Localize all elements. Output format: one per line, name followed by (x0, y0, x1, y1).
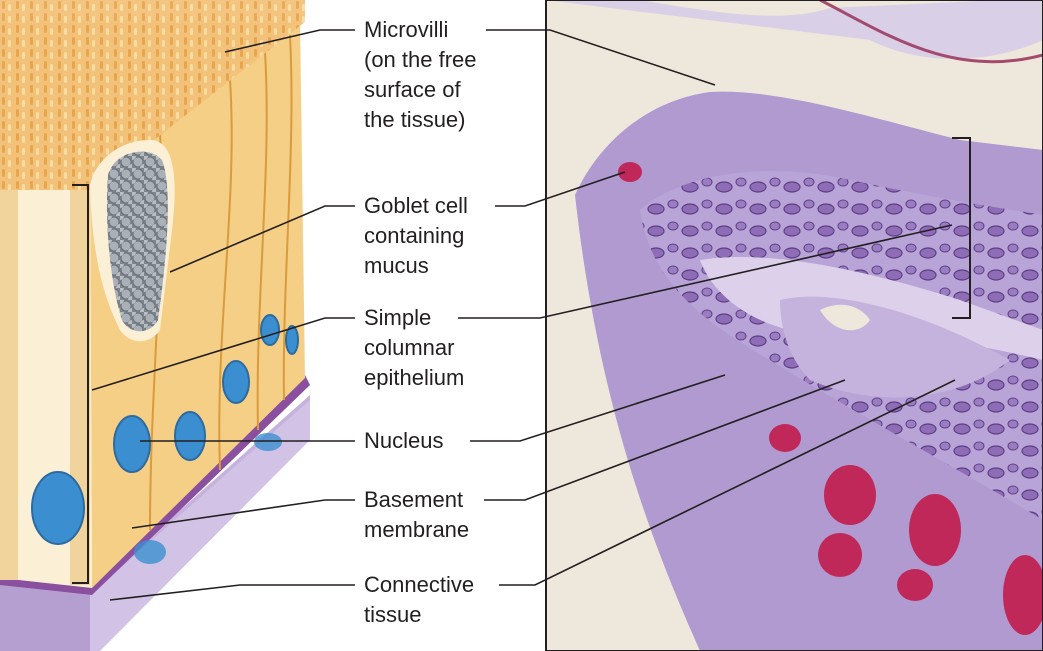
micrograph-bracket (952, 137, 971, 319)
goblet-mucus-granules (106, 151, 168, 332)
label-goblet-cell: Goblet cell containing mucus (364, 193, 468, 278)
leader-goblet-left (169, 205, 355, 273)
label-basement-membrane: Basement membrane (364, 487, 470, 542)
leader-connective-right (499, 379, 956, 586)
leader-nucleus-right (470, 374, 726, 442)
leader-microvilli-right (486, 29, 716, 86)
cell-nuclei (31, 314, 299, 564)
leader-basement-right (484, 379, 846, 501)
label-connective-tissue: Connective tissue (364, 572, 475, 627)
connective-tissue-side (90, 400, 310, 651)
label-microvilli: Microvilli (on the free surface of the t… (364, 17, 477, 132)
label-simple-columnar-epithelium: Simple columnar epithelium (364, 305, 465, 390)
epithelium-bracket (72, 184, 89, 584)
leader-connective-left (109, 584, 355, 601)
leader-microvilli-left (224, 29, 355, 53)
leader-basement-left (131, 499, 355, 529)
leader-lines (91, 29, 956, 601)
micrograph-frame (545, 0, 1043, 651)
micrograph (545, 0, 1043, 651)
label-nucleus: Nucleus (364, 428, 444, 453)
goblet-cells-stained (618, 162, 1043, 635)
epithelium-illustration (0, 0, 310, 651)
leader-simple-right (458, 224, 953, 319)
leader-simple-left (91, 317, 355, 391)
connective-tissue-front (0, 585, 90, 651)
leader-goblet-right (495, 171, 626, 207)
